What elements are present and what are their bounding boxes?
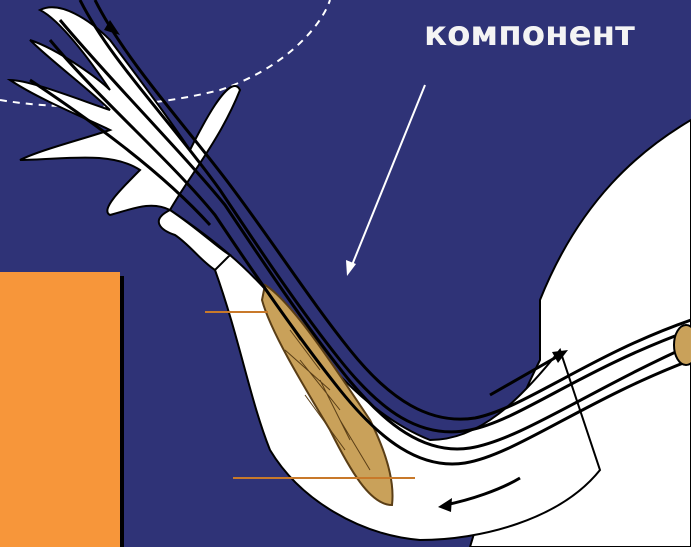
component-label: компонент	[424, 14, 635, 54]
callout-box	[0, 272, 120, 547]
ganglion-node	[674, 325, 691, 365]
